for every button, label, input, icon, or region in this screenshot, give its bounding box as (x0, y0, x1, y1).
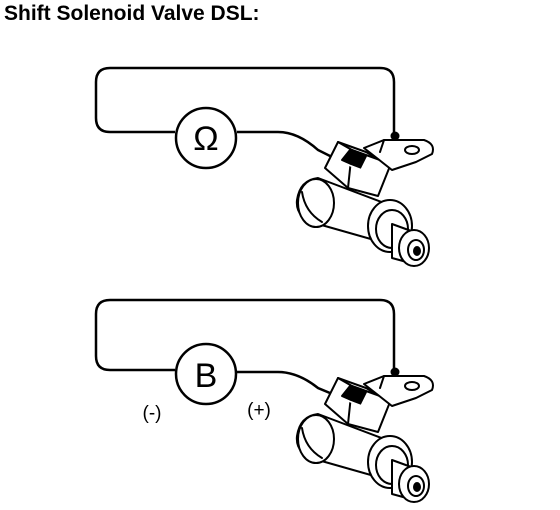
battery-wire (94, 298, 396, 372)
page-title: Shift Solenoid Valve DSL: (4, 2, 260, 25)
battery-symbol: B (195, 357, 218, 395)
battery-lead-wire (237, 370, 343, 400)
ohmmeter-circuit: Ω (94, 66, 434, 267)
battery-circuit: B (-) (+) (94, 298, 434, 503)
battery-symbol-circle (174, 342, 238, 406)
positive-polarity-label: (+) (247, 400, 271, 421)
ohmmeter-wire (94, 66, 396, 136)
ohm-symbol: Ω (193, 120, 218, 158)
solenoid-valve-top (295, 130, 434, 267)
ohmmeter-symbol-circle (174, 106, 238, 170)
negative-polarity-label: (-) (143, 403, 162, 424)
ohmmeter-lead-wire (237, 130, 343, 164)
